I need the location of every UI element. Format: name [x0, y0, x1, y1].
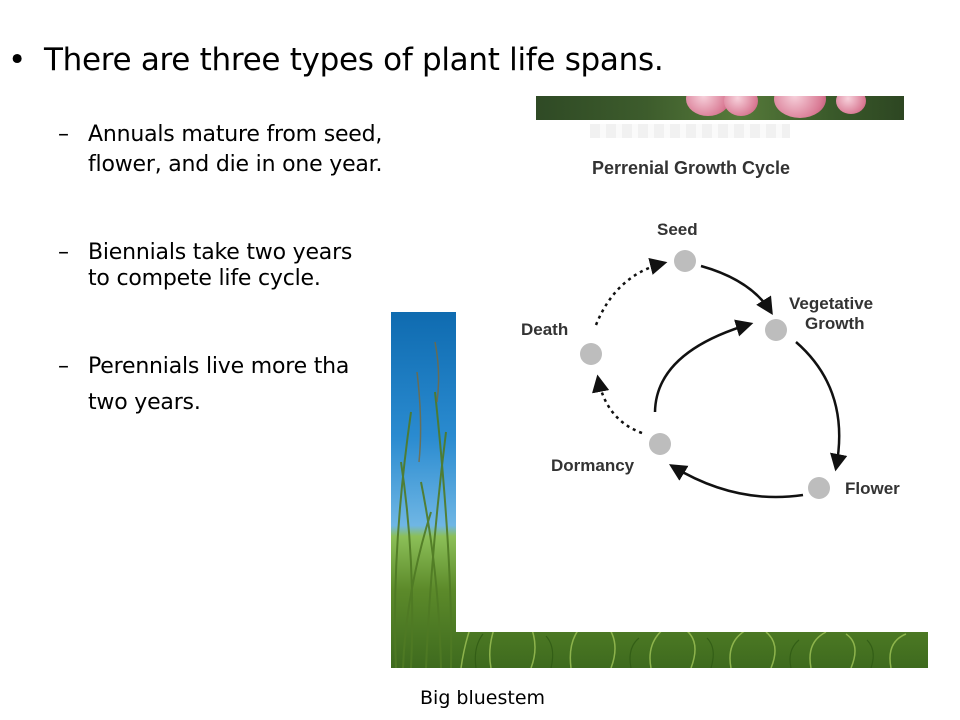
sub-bullet-line: to compete life cycle. — [88, 265, 321, 291]
node-flower — [808, 477, 830, 499]
label-vegetative-line: Vegetative — [789, 294, 874, 313]
sub-bullet-annuals: –Annuals mature from seed, flower, and d… — [58, 120, 383, 179]
label-dormancy: Dormancy — [551, 456, 635, 475]
flower-photo — [536, 96, 904, 120]
arrow-dormancy-to-death — [592, 374, 643, 435]
sub-bullet-line: Annuals mature from seed, — [88, 122, 383, 147]
dash-glyph: – — [58, 240, 69, 265]
sub-bullet-biennials: –Biennials take two years to compete lif… — [58, 238, 352, 293]
node-seed — [674, 250, 696, 272]
arrow-vegetative-to-flower — [795, 341, 848, 472]
node-death — [580, 343, 602, 365]
label-growth-line: Growth — [805, 314, 865, 334]
arrow-death-to-seed — [594, 257, 668, 326]
dash-glyph: – — [58, 354, 69, 379]
label-seed: Seed — [657, 220, 698, 239]
main-bullet-text: There are three types of plant life span… — [44, 42, 664, 78]
label-flower: Flower — [845, 479, 900, 498]
perennial-growth-cycle-diagram: Perrenial Growth Cycle Seed Vegetative G… — [456, 120, 928, 632]
bullet-glyph: • — [8, 42, 26, 78]
label-death: Death — [521, 320, 569, 339]
arrow-seed-to-vegetative — [700, 264, 773, 315]
node-vegetative-growth — [765, 319, 787, 341]
node-dormancy — [649, 433, 671, 455]
faded-header-remnant — [590, 124, 790, 138]
sub-bullet-line: Perennials live more tha — [88, 354, 350, 379]
sub-bullet-line: Biennials take two years — [88, 240, 353, 265]
flower-petal — [686, 96, 730, 116]
sub-bullet-perennials: –Perennials live more tha two years. — [58, 352, 349, 417]
flower-petal — [774, 96, 826, 118]
dash-glyph: – — [58, 122, 69, 147]
arrow-flower-to-dormancy — [669, 464, 804, 499]
arrow-dormancy-to-vegetative — [653, 319, 754, 413]
diagram-title: Perrenial Growth Cycle — [592, 158, 791, 178]
cycle-graphic — [580, 250, 848, 499]
image-caption: Big bluestem — [420, 687, 546, 709]
main-bullet: • There are three types of plant life spa… — [8, 42, 664, 78]
sub-bullet-line: flower, and die in one year. — [88, 151, 383, 177]
flower-petal — [836, 96, 866, 114]
flower-petal — [724, 96, 758, 116]
sub-bullet-line: two years. — [88, 389, 201, 415]
label-vegetative-growth: Vegetative Growth — [789, 294, 873, 335]
